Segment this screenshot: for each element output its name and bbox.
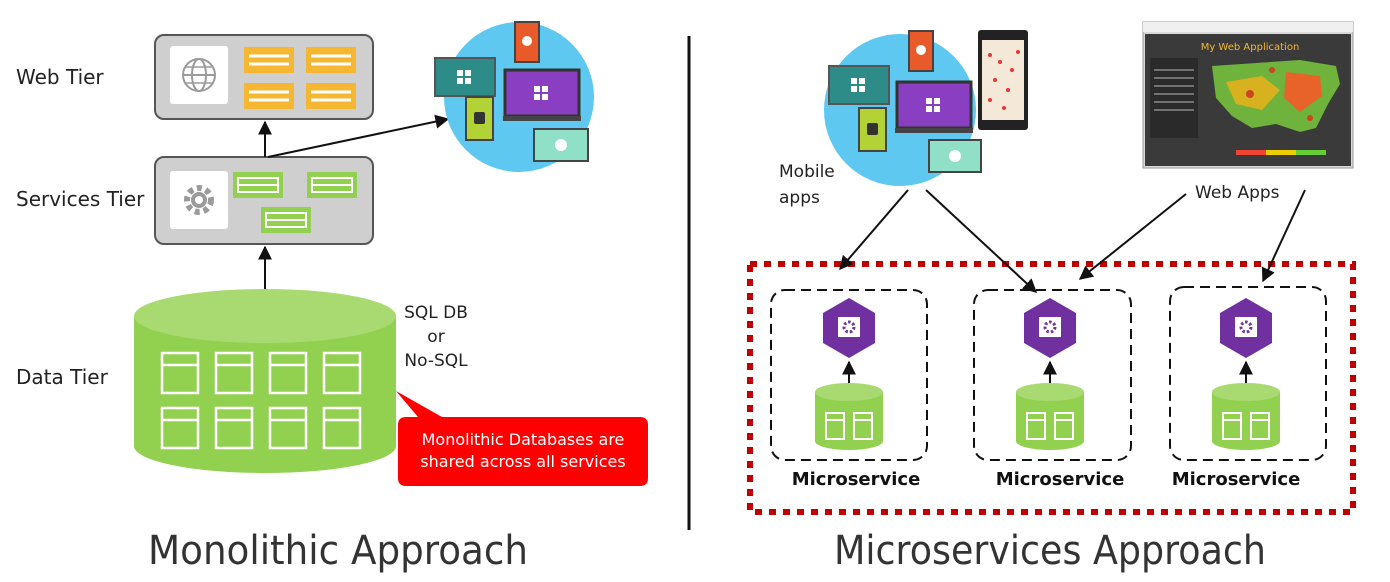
microservice-database — [1212, 383, 1280, 450]
gear-icon — [823, 298, 875, 358]
gear-icon — [1024, 298, 1076, 358]
microservice-card: Microservice — [770, 289, 928, 490]
gear-icon — [1220, 298, 1272, 358]
microservices-caption: Microservices Approach — [834, 528, 1266, 574]
db-type-line2: or — [427, 327, 444, 347]
microservice-card: Microservice — [973, 289, 1132, 490]
shared-database-callout: Monolithic Databases are shared across a… — [396, 391, 648, 486]
monolithic-database — [134, 289, 396, 473]
phone-android-icon — [858, 107, 887, 152]
db-type-line3: No-SQL — [404, 351, 468, 371]
tablet-apple-icon — [928, 139, 982, 173]
callout-line2: shared across all services — [420, 452, 625, 471]
callout-line1: Monolithic Databases are — [422, 430, 625, 449]
data-tier-label: Data Tier — [16, 365, 109, 389]
microservice-label: Microservice — [792, 469, 921, 490]
arrow-webapps-to-service-3 — [1261, 189, 1306, 283]
gear-icon — [170, 171, 228, 229]
db-type-line1: SQL DB — [404, 303, 468, 323]
mobile-apps-label-line1: Mobile — [779, 162, 835, 182]
service-component — [233, 172, 283, 198]
service-component — [261, 207, 311, 233]
web-tier-box — [154, 34, 374, 120]
devices-cluster — [434, 21, 594, 172]
web-component — [244, 83, 294, 109]
arrow-services-to-devices — [267, 114, 450, 158]
web-apps-label: Web Apps — [1195, 183, 1280, 203]
phone-android-icon — [465, 96, 494, 141]
web-app-screenshot: My Web Application — [1142, 21, 1354, 169]
arrow-mobile-to-service-1 — [839, 189, 909, 271]
microservice-database — [1016, 383, 1084, 450]
web-component — [306, 83, 356, 109]
microservices-boundary — [747, 261, 1356, 515]
monitor-windows-icon — [895, 80, 973, 133]
monitor-windows-icon — [503, 68, 581, 121]
web-component — [306, 47, 356, 73]
web-tier-label: Web Tier — [16, 65, 104, 89]
microservice-database — [815, 383, 883, 450]
phone-apple-icon — [908, 30, 934, 72]
monolithic-caption: Monolithic Approach — [148, 528, 528, 574]
tablet-apple-icon — [533, 128, 589, 162]
microservice-label: Microservice — [1172, 469, 1301, 490]
services-tier-box — [154, 156, 374, 245]
microservice-card: Microservice — [1169, 286, 1327, 490]
web-component — [244, 47, 294, 73]
tablet-windows-icon — [434, 57, 496, 97]
phone-map-icon — [978, 30, 1028, 130]
mobile-apps-label-line2: apps — [779, 188, 820, 208]
microservice-label: Microservice — [996, 469, 1125, 490]
services-tier-label: Services Tier — [16, 187, 145, 211]
service-component — [307, 172, 357, 198]
tablet-windows-icon — [828, 65, 890, 105]
globe-icon — [170, 46, 228, 104]
arrow-mobile-to-service-2 — [925, 189, 1038, 293]
arrow-webapps-to-service-2 — [1078, 193, 1187, 280]
phone-apple-icon — [514, 21, 540, 63]
web-app-screenshot-title: My Web Application — [1201, 42, 1300, 53]
mobile-devices-cluster — [824, 30, 1028, 186]
